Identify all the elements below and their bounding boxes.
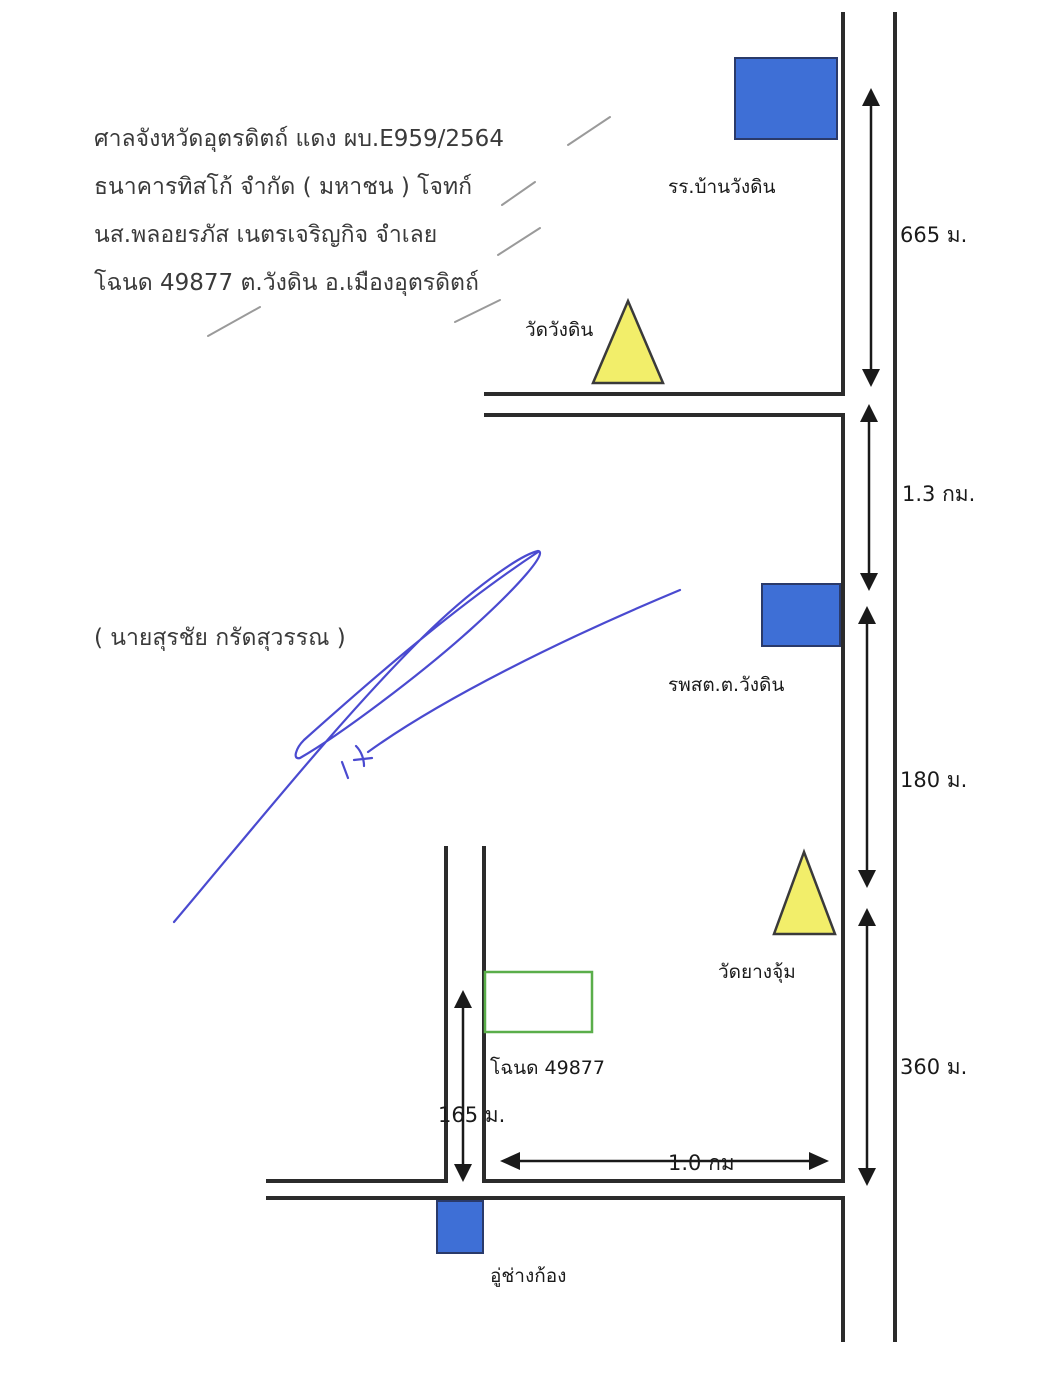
label-garage: อู่ช่างก้อง (490, 1265, 566, 1287)
label-school: รร.บ้านวังดิน (668, 176, 775, 198)
arrow-head-right-icon (809, 1152, 829, 1170)
temple-wangdin-icon (591, 297, 665, 385)
distance-arrows (454, 88, 880, 1186)
arrow-head-up-icon (858, 908, 876, 926)
tick-mark (501, 181, 536, 206)
distance-label-1-0km: 1.0 กม (668, 1151, 735, 1175)
distance-label-665: 665 ม. (900, 223, 967, 247)
health-center-building-icon (761, 583, 841, 647)
distance-label-1-3km: 1.3 กม. (902, 482, 975, 506)
arrow-head-down-icon (858, 870, 876, 888)
distance-label-165: 165 ม. (438, 1103, 505, 1127)
arrow-head-up-icon (860, 404, 878, 422)
upper-side-road (484, 392, 845, 417)
header-line-defendant: นส.พลอยรภัส เนตรเจริญกิจ จำเลย (94, 222, 437, 248)
initial-marks (207, 116, 611, 337)
signature-stroke-mark (352, 744, 374, 768)
arrow-head-down-icon (858, 1168, 876, 1186)
school-building-icon (734, 57, 838, 140)
arrow-head-up-icon (454, 990, 472, 1008)
arrow-head-up-icon (862, 88, 880, 106)
bottom-road (266, 1179, 845, 1200)
label-plot: โฉนด 49877 (490, 1056, 605, 1079)
label-temple-wangdin: วัดวังดิน (525, 319, 593, 341)
plot-outline-icon (483, 970, 594, 1034)
header-line-plaintiff: ธนาคารทิสโก้ จำกัด ( มหาชน ) โจทก์ (94, 173, 472, 200)
tick-mark (497, 227, 541, 256)
signature-stroke-main (172, 549, 541, 924)
temple-yangjum-icon (772, 848, 837, 936)
main-road (841, 12, 897, 1342)
distance-label-360: 360 ม. (900, 1055, 967, 1079)
arrow-head-left-icon (500, 1152, 520, 1170)
signer-name: ( นายสุรชัย กรัดสุวรรณ ) (94, 625, 346, 651)
signature-stroke-mark (340, 760, 350, 780)
arrow-head-down-icon (862, 369, 880, 387)
garage-building-icon (436, 1200, 484, 1254)
tick-mark (454, 299, 501, 323)
signature-icon (172, 549, 682, 924)
arrow-head-up-icon (858, 606, 876, 624)
arrow-head-down-icon (860, 573, 878, 591)
label-health-center: รพสต.ต.วังดิน (668, 674, 784, 696)
access-road (444, 846, 486, 1183)
tick-mark (567, 116, 611, 146)
tick-mark (207, 306, 261, 337)
header-line-deed: โฉนด 49877 ต.วังดิน อ.เมืองอุตรดิตถ์ (94, 269, 479, 296)
case-header: ศาลจังหวัดอุตรดิตถ์ แดง ผบ.E959/2564 ธนา… (94, 125, 504, 296)
distance-label-180: 180 ม. (900, 768, 967, 792)
arrow-head-down-icon (454, 1164, 472, 1182)
label-temple-yangjum: วัดยางจุ้ม (718, 961, 796, 984)
signature-stroke-tail (366, 588, 682, 754)
header-line-court: ศาลจังหวัดอุตรดิตถ์ แดง ผบ.E959/2564 (94, 125, 504, 152)
